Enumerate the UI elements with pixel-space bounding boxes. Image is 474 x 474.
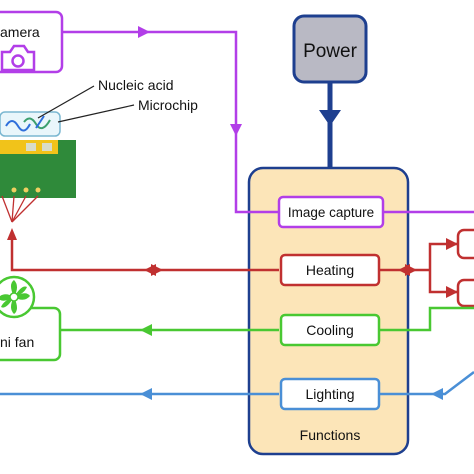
branch-upper-arrow: [446, 238, 458, 250]
chip-wires: [1, 195, 39, 223]
lighting-label: Lighting: [305, 386, 354, 402]
image-capture-label: Image capture: [288, 205, 374, 220]
nucleic-acid-pointer: [37, 85, 95, 119]
camera-label: amera: [0, 24, 40, 40]
heating-box: Heating: [279, 253, 381, 287]
microchip-assembly: [0, 111, 76, 198]
power-connector: [319, 82, 341, 168]
image-capture-box: Image capture: [277, 195, 385, 229]
cooling-arrow: [140, 324, 152, 336]
microchip-pointer: [57, 104, 135, 123]
microchip-label: Microchip: [138, 97, 198, 113]
heating-branch-line: [428, 242, 458, 270]
power-label: Power: [303, 41, 358, 62]
lighting-arrow: [140, 388, 152, 400]
heating-branch-line-lower: [428, 270, 458, 294]
heating-up-arrow: [7, 228, 17, 240]
cooling-label: Cooling: [306, 322, 353, 338]
heating-right-arrow: [151, 264, 163, 276]
cooling-right-line: [379, 306, 474, 332]
camera-device: amera: [0, 10, 64, 74]
cooling-box: Cooling: [279, 313, 381, 347]
fan-device: ni fan: [0, 306, 62, 362]
heating-line: [10, 232, 279, 272]
capture-line-arrow: [230, 124, 242, 136]
fan-label: ni fan: [0, 334, 34, 350]
lighting-right-arrow: [431, 388, 443, 400]
lighting-right-line: [379, 371, 474, 396]
lighting-box: Lighting: [279, 377, 381, 411]
functions-title: Functions: [300, 427, 361, 443]
power-block: Power: [292, 14, 368, 84]
heating-label: Heating: [306, 262, 354, 278]
fan-icon: [0, 275, 36, 319]
heating-right-right-arrow: [405, 264, 417, 276]
camera-to-capture-line: [62, 30, 279, 214]
heater-device-lower: [456, 278, 474, 308]
camera-line-arrow: [138, 26, 150, 38]
camera-icon: [0, 44, 36, 72]
branch-lower-arrow: [446, 286, 458, 298]
heater-device-upper: [456, 228, 474, 260]
nucleic-acid-label: Nucleic acid: [98, 77, 173, 93]
